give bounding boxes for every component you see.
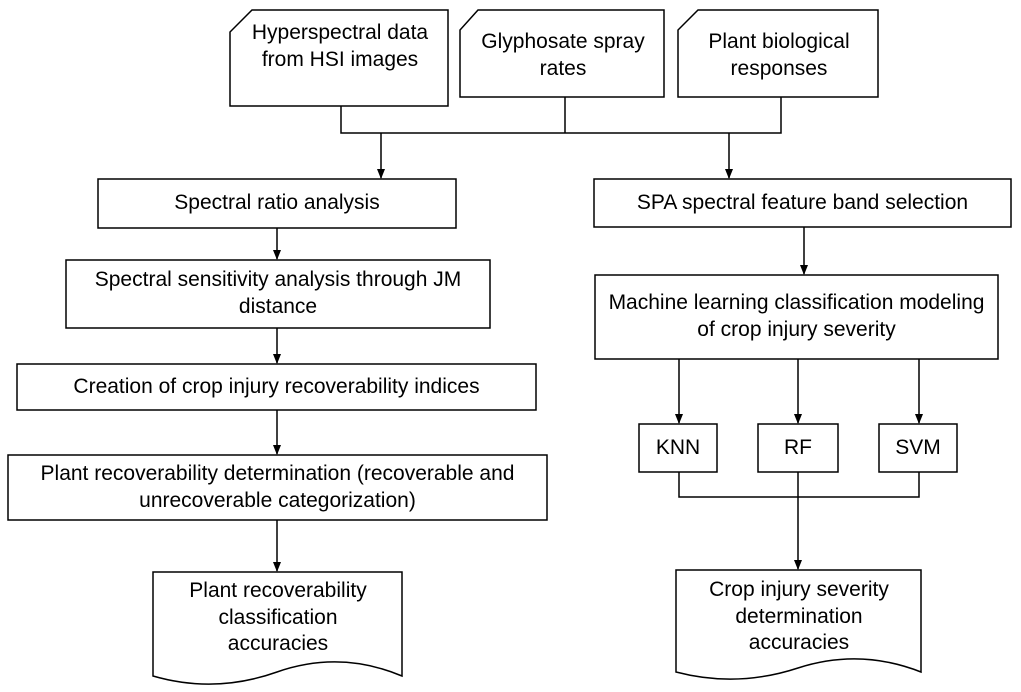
- box-sensitivity-shape: [65, 259, 491, 329]
- input-spray-rates: Glyphosate spray rates: [481, 30, 645, 80]
- box-ml: Machine learning classification modeling…: [608, 291, 985, 341]
- box-spa: SPA spectral feature band selection: [636, 190, 969, 214]
- box-knn: KNN: [655, 435, 701, 459]
- box-rf: RF: [784, 435, 812, 459]
- input-responses: Plant biological responses: [708, 30, 850, 80]
- box-rf-shape: [757, 423, 839, 473]
- box-indices: Creation of crop injury recoverability i…: [73, 374, 480, 398]
- box-ml-shape: [594, 274, 999, 360]
- output-left-shape: [152, 571, 403, 685]
- box-ratio-shape: [97, 178, 457, 229]
- input-hyperspectral: Hyperspectral data from HSI images: [251, 21, 429, 71]
- output-right: Crop injury severity determination accur…: [709, 577, 889, 655]
- box-determination-shape: [7, 454, 548, 521]
- model-merge-connector: [678, 472, 920, 498]
- output-left: Plant recoverability classification accu…: [189, 578, 367, 656]
- input-hyperspectral-shape: [229, 9, 449, 107]
- box-svm: SVM: [895, 435, 941, 459]
- input-responses-shape: [677, 9, 879, 98]
- output-right-shape: [675, 569, 922, 680]
- box-svm-shape: [878, 423, 958, 473]
- box-ratio: Spectral ratio analysis: [174, 191, 380, 215]
- box-determination: Plant recoverability determination (reco…: [40, 461, 515, 512]
- box-sensitivity: Spectral sensitivity analysis through JM…: [94, 268, 462, 318]
- input-spray-rates-shape: [459, 9, 665, 98]
- box-spa-shape: [593, 178, 1012, 228]
- box-knn-shape: [638, 423, 718, 473]
- input-merge-connector: [340, 97, 782, 134]
- box-indices-shape: [16, 363, 537, 411]
